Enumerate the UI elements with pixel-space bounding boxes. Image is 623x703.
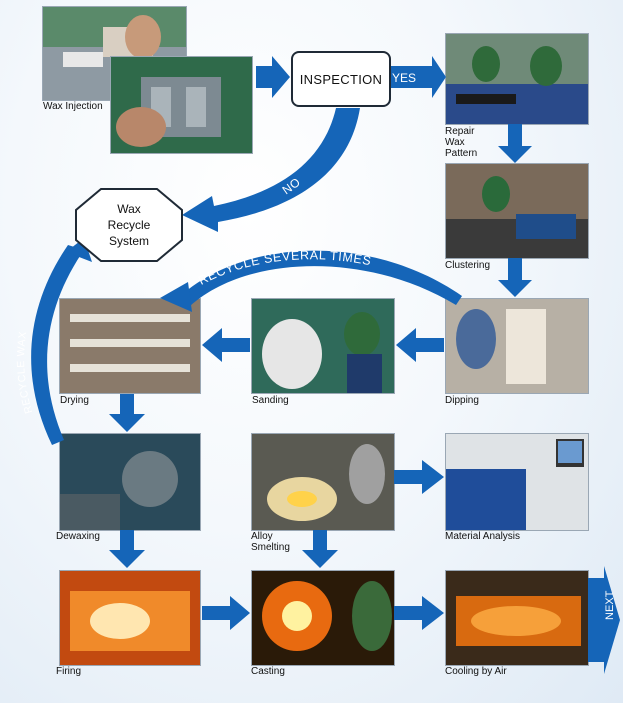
photo-repair-wax-pattern bbox=[445, 33, 589, 125]
caption-casting: Casting bbox=[251, 666, 285, 677]
arrow-injection-to-inspection bbox=[256, 56, 290, 98]
recycle-several-times-arrow bbox=[176, 250, 462, 306]
arrow-clustering-to-dipping bbox=[498, 258, 532, 297]
yes-branch-label: YES bbox=[392, 71, 416, 85]
inspection-box: INSPECTION bbox=[291, 51, 391, 107]
caption-repair-wax-pattern: Repair Wax Pattern bbox=[445, 126, 478, 159]
recycle-several-times-arrowhead bbox=[160, 282, 192, 312]
photo-casting bbox=[251, 570, 395, 666]
wax-recycle-system-label: Wax Recycle System bbox=[107, 202, 151, 248]
arrow-dipping-to-sanding bbox=[396, 328, 444, 362]
caption-dipping: Dipping bbox=[445, 395, 479, 406]
caption-cooling-by-air: Cooling by Air bbox=[445, 666, 507, 677]
yes-branch-arrow bbox=[389, 56, 446, 98]
arrow-drying-to-dewaxing bbox=[109, 394, 145, 432]
next-arrow bbox=[588, 566, 620, 674]
photo-dewaxing bbox=[59, 433, 201, 531]
caption-sanding: Sanding bbox=[252, 395, 289, 406]
next-label: NEXT bbox=[604, 590, 616, 620]
wax-recycle-system-shape bbox=[75, 188, 183, 262]
arrow-firing-to-casting bbox=[202, 596, 250, 630]
caption-material-analysis: Material Analysis bbox=[445, 531, 521, 542]
arrow-repair-to-clustering bbox=[498, 124, 532, 163]
photo-sanding bbox=[251, 298, 395, 394]
caption-alloy-smelting: Alloy Smelting bbox=[251, 531, 290, 553]
photo-firing bbox=[59, 570, 201, 666]
photo-wax-press bbox=[110, 56, 253, 154]
arrow-smelting-to-casting bbox=[302, 530, 338, 568]
arrow-sanding-to-drying bbox=[202, 328, 250, 362]
caption-dewaxing: Dewaxing bbox=[56, 531, 100, 542]
caption-drying: Drying bbox=[60, 395, 89, 406]
photo-drying bbox=[59, 298, 201, 394]
arrow-dewaxing-to-firing bbox=[109, 530, 145, 568]
no-branch-arrow bbox=[182, 108, 360, 232]
caption-firing: Firing bbox=[56, 666, 82, 677]
arrow-casting-to-cooling bbox=[394, 596, 444, 630]
photo-dipping bbox=[445, 298, 589, 394]
caption-clustering: Clustering bbox=[445, 260, 491, 271]
arrow-smelting-to-analysis bbox=[394, 460, 444, 494]
recycle-wax-arrow bbox=[31, 245, 84, 445]
photo-material-analysis bbox=[445, 433, 589, 531]
caption-wax-injection: Wax Injection bbox=[43, 101, 103, 112]
